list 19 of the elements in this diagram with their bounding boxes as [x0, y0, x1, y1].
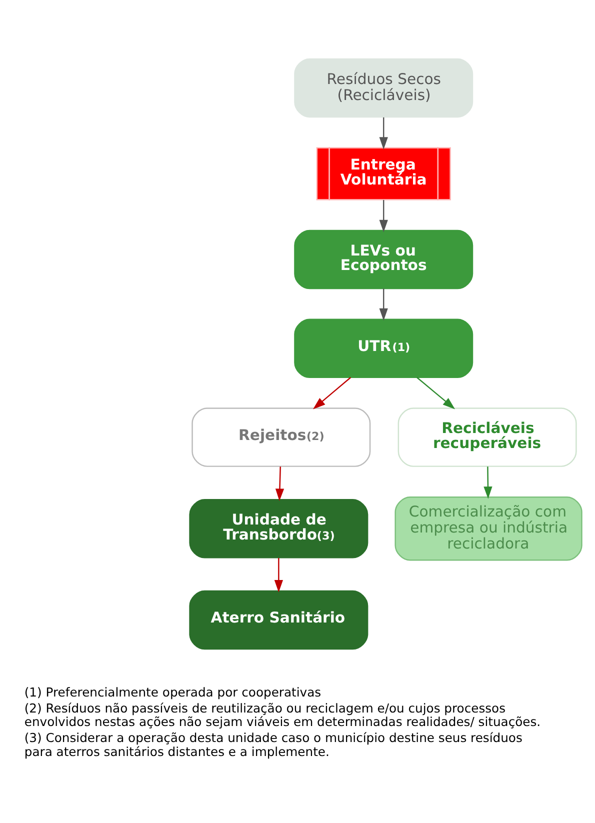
label: (2) Resíduos não passíveis de reutilização ou reciclagem e/ou cujos processos envolvidos nestas ações não sejam viáveis em determinadas realidades/ situações. [24, 701, 541, 729]
arrow [312, 376, 352, 409]
arrow [379, 116, 388, 150]
arrow [379, 199, 388, 232]
arrow [484, 466, 492, 498]
node-box: Comercialização com empresa ou indústria recicladora [394, 496, 582, 560]
node-box: Resíduos Secos (Recicláveis) [294, 58, 474, 118]
node-box: LEVs ou Ecopontos [294, 229, 474, 289]
arrow [274, 558, 283, 592]
label: (3) Considerar a operação desta unidade caso o município destine seus resíduos para aterros sanitários distantes e a implemente. [24, 730, 522, 758]
arrow [416, 376, 456, 409]
arrow [379, 288, 388, 320]
node-box: UTR(1) [294, 318, 474, 378]
label: (1) Preferencialmente operada por cooperativas [24, 685, 322, 700]
node-box: Recicláveis recuperáveis [398, 407, 577, 466]
arrow [275, 466, 284, 501]
node-box: Aterro Sanitário [189, 590, 368, 650]
node-box: Rejeitos(2) [192, 407, 371, 466]
node-box: Unidade de Transbordo(3) [189, 498, 368, 558]
